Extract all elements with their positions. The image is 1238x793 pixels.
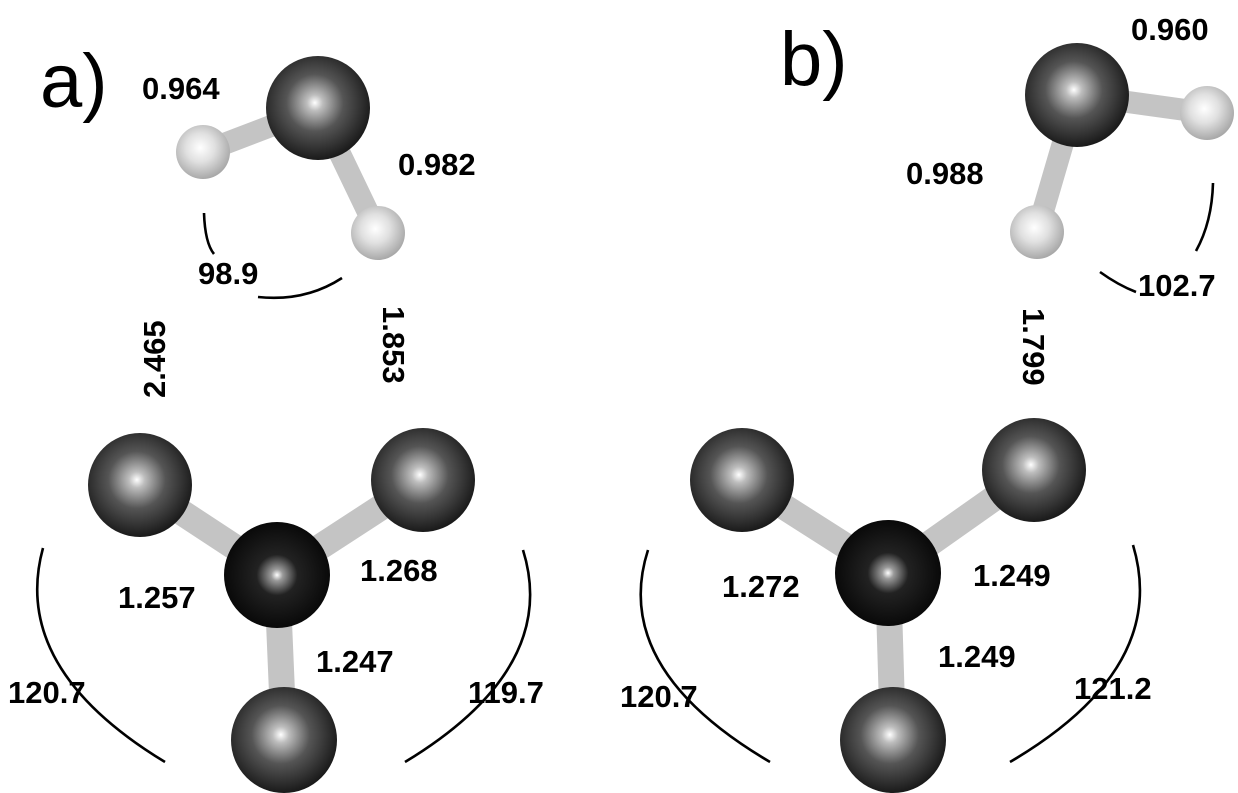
panel-a: a) 0.964 0.982 98.9 2.465 1.853 1.257 1.… xyxy=(8,39,544,793)
angle-arc-hoh-bottom xyxy=(1099,270,1137,294)
angle-label: 120.7 xyxy=(620,679,698,714)
angle-arc-oco-left xyxy=(35,547,166,764)
oxygen-atom xyxy=(231,687,337,793)
water-oxygen-atom xyxy=(1025,43,1129,147)
angle-arc-hoh-bottom xyxy=(257,276,343,300)
carbon-atom xyxy=(835,520,941,626)
carbon-atom xyxy=(224,522,330,628)
angle-arc-oco-right xyxy=(404,549,532,764)
hydrogen-atom xyxy=(176,125,230,179)
bond-length-label: 1.249 xyxy=(938,639,1016,674)
hydrogen-atom xyxy=(351,206,405,260)
bond-length-label: 0.964 xyxy=(142,71,220,106)
hydrogen-atom xyxy=(1180,86,1234,140)
bond-length-label: 0.982 xyxy=(398,147,476,182)
oxygen-atom xyxy=(371,428,475,532)
bond-length-label: 0.960 xyxy=(1131,12,1209,47)
angle-arc-oco-right xyxy=(1009,544,1142,764)
bond-length-label: 1.249 xyxy=(973,558,1051,593)
oxygen-atom xyxy=(88,433,192,537)
angle-label: 120.7 xyxy=(8,675,86,710)
bond-length-label: 1.247 xyxy=(316,644,394,679)
angle-arc-hoh-left xyxy=(202,212,216,255)
panel-a-label: a) xyxy=(40,39,108,124)
oxygen-atom xyxy=(840,687,946,793)
angle-arc-hoh-right xyxy=(1194,182,1215,252)
hbond-length-label: 1.799 xyxy=(1016,308,1051,386)
angle-label: 102.7 xyxy=(1138,268,1216,303)
bond-length-label: 1.257 xyxy=(118,580,196,615)
panel-b: b) 0.960 0.988 102.7 1.799 1.272 1.249 1… xyxy=(620,12,1234,793)
hbond-length-label: 1.853 xyxy=(376,306,411,384)
hydrogen-atom xyxy=(1010,205,1064,259)
angle-arc-oco-left xyxy=(639,549,771,764)
angle-label: 119.7 xyxy=(468,675,544,710)
angle-label: 121.2 xyxy=(1074,671,1152,706)
water-oxygen-atom xyxy=(266,56,370,160)
angle-label: 98.9 xyxy=(198,256,258,291)
panel-b-label: b) xyxy=(780,17,848,102)
bond-length-label: 1.268 xyxy=(360,553,438,588)
bond-length-label: 0.988 xyxy=(906,156,984,191)
bond-length-label: 1.272 xyxy=(722,569,800,604)
oxygen-atom xyxy=(690,428,794,532)
oxygen-atom xyxy=(982,418,1086,522)
hbond-length-label: 2.465 xyxy=(137,320,172,398)
